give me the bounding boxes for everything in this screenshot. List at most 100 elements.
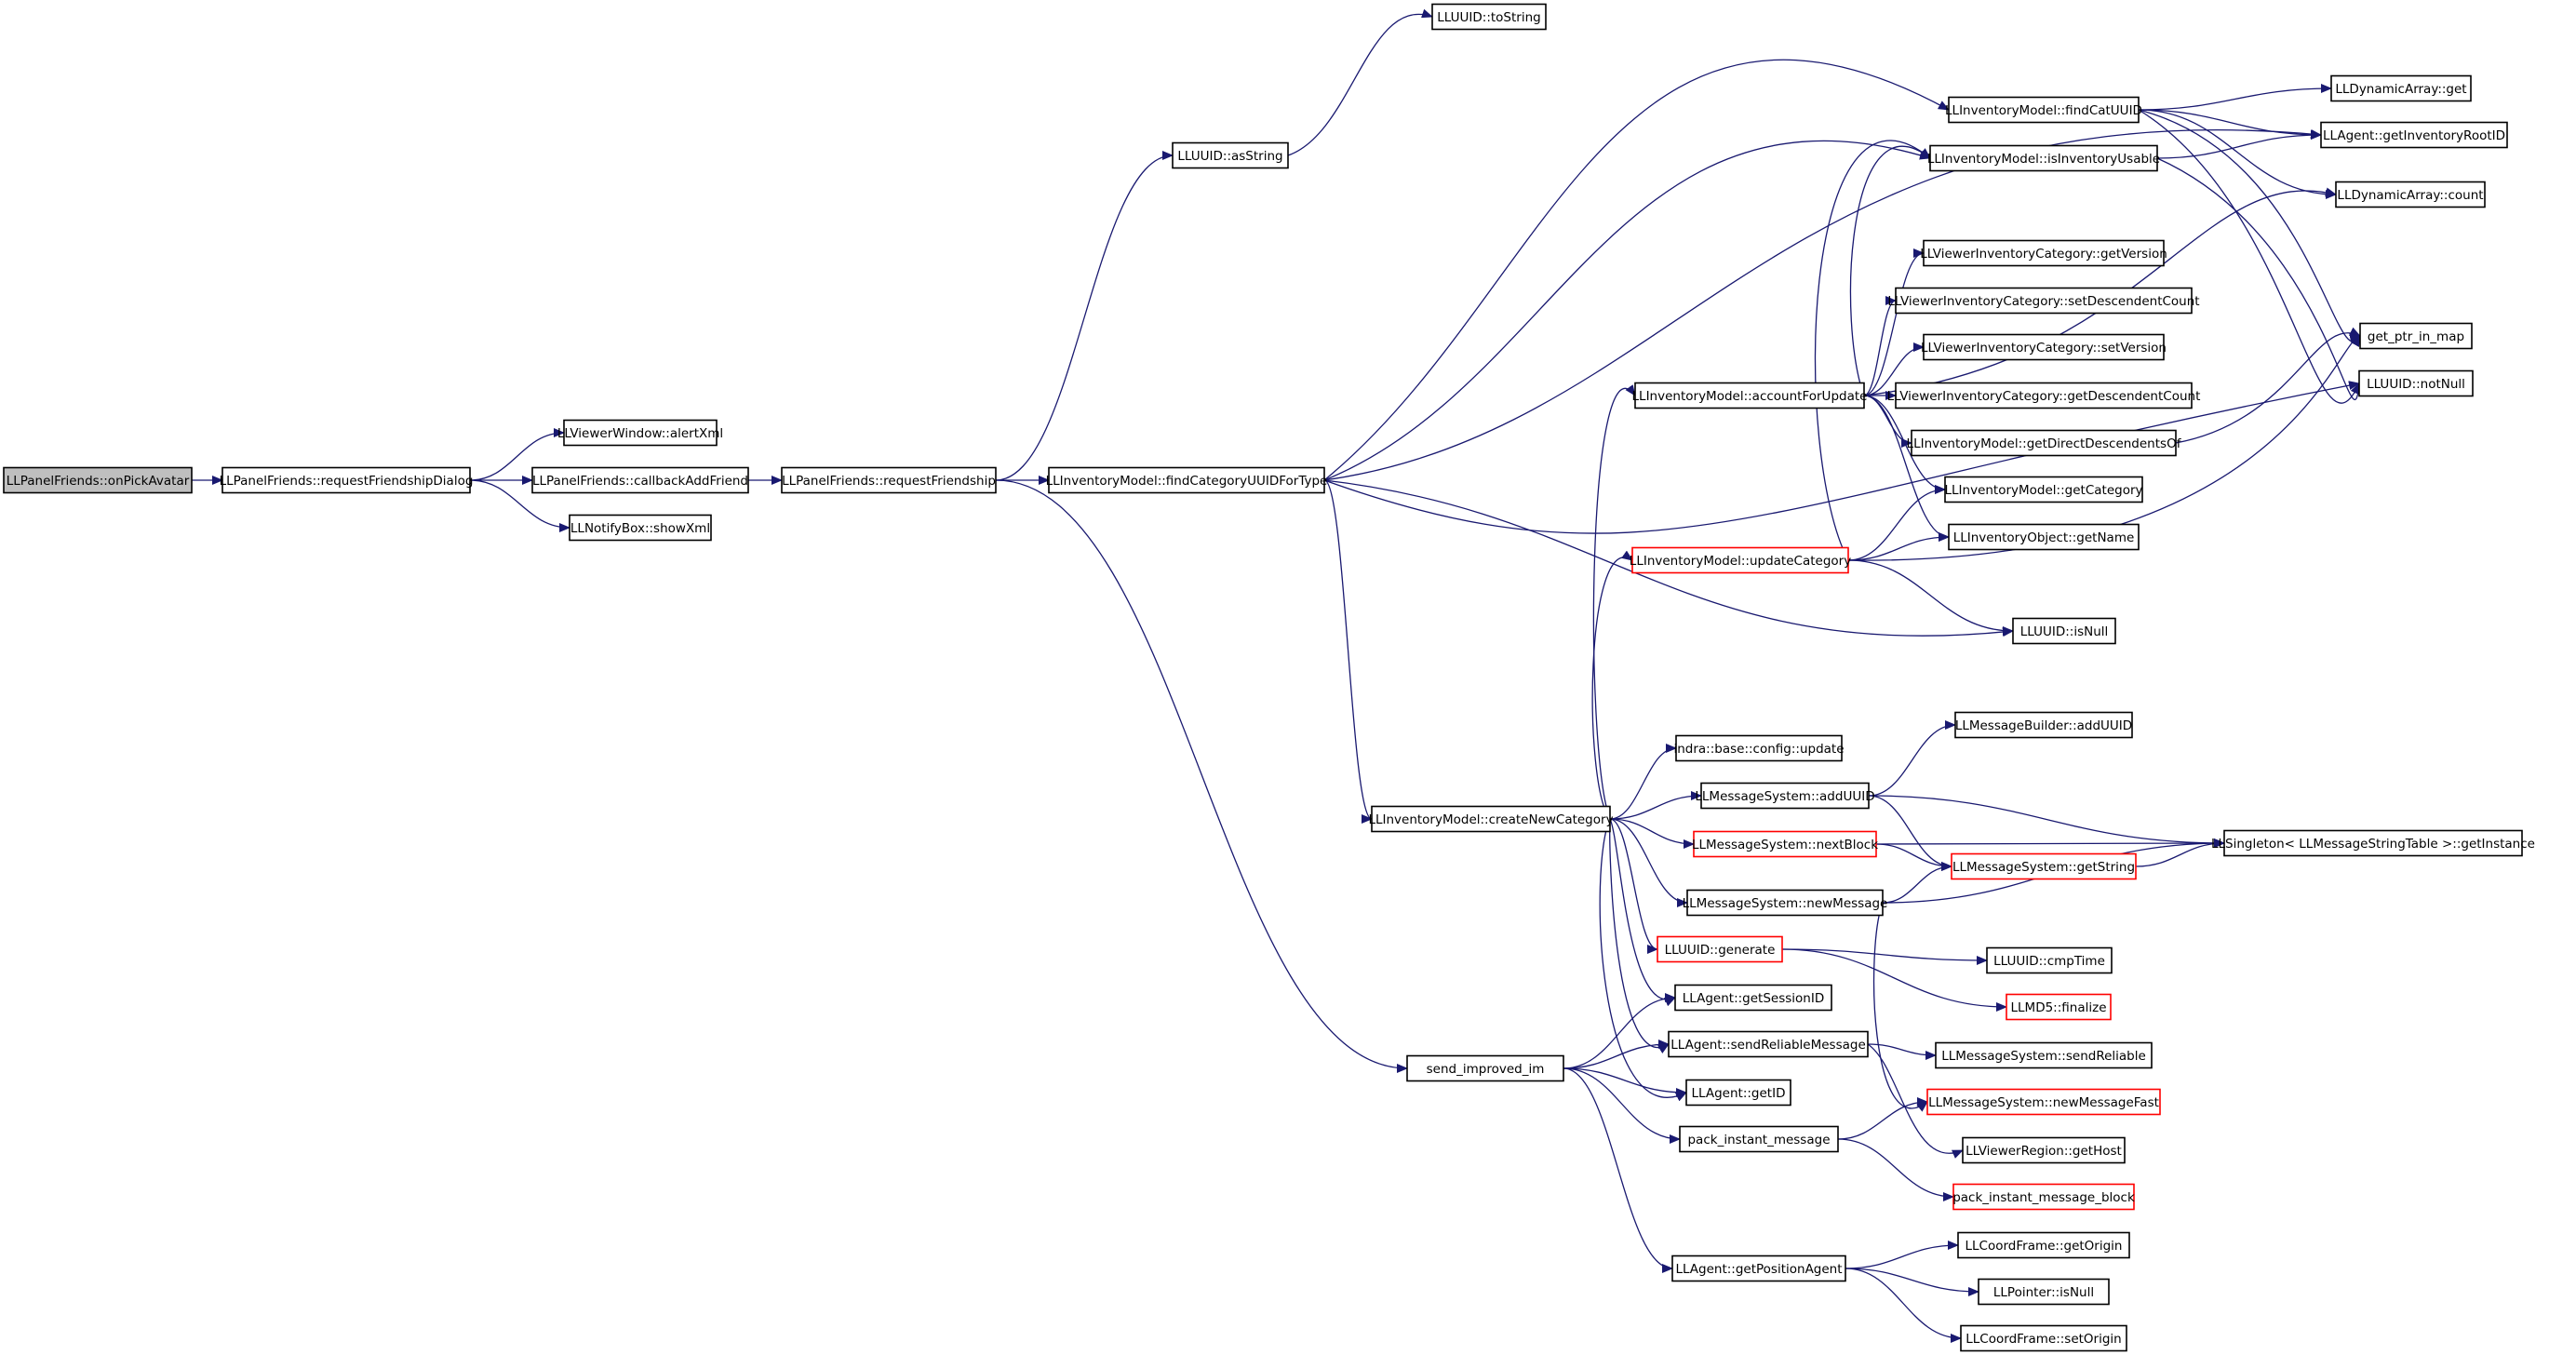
node-pack-instant-message-block[interactable]: pack_instant_message_block — [1952, 1183, 2135, 1211]
node-lldynamicarray-count[interactable]: LLDynamicArray::count — [2335, 181, 2486, 208]
node-llinventoryobject-getname[interactable]: LLInventoryObject::getName — [1948, 523, 2140, 551]
node-lluuid-tostring[interactable]: LLUUID::toString — [1431, 3, 1547, 31]
node-label: LLPanelFriends::requestFriendship — [782, 474, 996, 489]
node-llpanelfriends-requestfriendship[interactable]: LLPanelFriends::requestFriendship — [781, 466, 997, 494]
node-lluuid-cmptime[interactable]: LLUUID::cmpTime — [1986, 946, 2113, 974]
node-box — [1406, 1054, 1564, 1082]
node-box — [1686, 889, 1884, 917]
edge-updatecategory-to-getcategory — [1847, 485, 1946, 561]
node-box — [1674, 984, 1832, 1012]
node-llinventorymodel-findcatuuid[interactable]: LLInventoryModel::findCatUUID — [1945, 96, 2142, 124]
node-box — [1923, 333, 2165, 361]
edge-findcatfortype-to-findcatuuid — [1323, 59, 1950, 481]
node-llagent-getpositionagent[interactable]: LLAgent::getPositionAgent — [1671, 1254, 1846, 1282]
node-llmessagesystem-nextblock[interactable]: LLMessageSystem::nextBlock — [1692, 830, 1878, 858]
node-box — [1371, 805, 1611, 833]
node-label: LLMessageSystem::newMessageFast — [1928, 1095, 2159, 1110]
node-send-improved-im[interactable]: send_improved_im — [1406, 1054, 1564, 1082]
node-label: LLSingleton< LLMessageStringTable >::get… — [2211, 837, 2535, 852]
node-lluuid-asstring[interactable]: LLUUID::asString — [1172, 141, 1289, 169]
node-llagent-getinventoryrootid[interactable]: LLAgent::getInventoryRootID — [2320, 121, 2508, 149]
node-llmessagebuilder-adduuid[interactable]: LLMessageBuilder::addUUID — [1954, 711, 2133, 739]
node-label: LLInventoryModel::findCatUUID — [1945, 103, 2142, 118]
node-llcoordframe-getorigin[interactable]: LLCoordFrame::getOrigin — [1957, 1231, 2130, 1259]
node-box — [2320, 121, 2508, 149]
edge-packinstantmsg-to-packinstantmsgblock — [1837, 1138, 1954, 1201]
node-llsingleton-llmessagestringtable-getinstance[interactable]: LLSingleton< LLMessageStringTable >::get… — [2211, 829, 2535, 857]
node-label: LLViewerInventoryCategory::setDescendent… — [1887, 294, 2199, 309]
node-lluuid-notnull[interactable]: LLUUID::notNull — [2358, 369, 2474, 397]
node-llnotifybox-showxml[interactable]: LLNotifyBox::showXml — [569, 514, 712, 542]
node-llmessagesystem-sendreliable[interactable]: LLMessageSystem::sendReliable — [1935, 1041, 2153, 1069]
node-box — [1911, 429, 2177, 457]
node-get-ptr-in-map[interactable]: get_ptr_in_map — [2359, 322, 2473, 350]
node-llpointer-isnull[interactable]: LLPointer::isNull — [1978, 1278, 2110, 1306]
node-label: LLUUID::toString — [1437, 10, 1540, 25]
node-llviewerwindow-alertxml[interactable]: LLViewerWindow::alertXml — [557, 419, 723, 447]
node-llagent-getsessionid[interactable]: LLAgent::getSessionID — [1674, 984, 1832, 1012]
edge-reqfriendship-to-sendimprovedim — [995, 479, 1408, 1073]
node-label: LLCoordFrame::getOrigin — [1965, 1239, 2122, 1254]
edge-sendreliablemsg-to-gethost — [1867, 1043, 1964, 1159]
node-label: LLAgent::getPositionAgent — [1675, 1262, 1842, 1277]
node-llmessagesystem-newmessagefast[interactable]: LLMessageSystem::newMessageFast — [1926, 1088, 2161, 1116]
edge-reqfriendship-to-asstring — [995, 151, 1174, 481]
edge-findcatuuid-to-dyncount — [2138, 109, 2337, 199]
node-llpanelfriends-requestfriendshipdialog[interactable]: LLPanelFriends::requestFriendshipDialog — [220, 466, 474, 494]
node-llinventorymodel-findcategoryuuidfortype[interactable]: LLInventoryModel::findCategoryUUIDForTyp… — [1046, 466, 1328, 494]
node-llagent-getid[interactable]: LLAgent::getID — [1685, 1079, 1791, 1107]
edge-isinvusable-to-invrootid — [2156, 130, 2322, 159]
node-llmd5-finalize[interactable]: LLMD5::finalize — [2006, 993, 2112, 1021]
edges-layer — [191, 8, 2363, 1343]
node-label: LLAgent::sendReliableMessage — [1670, 1038, 1866, 1053]
edge-createnewcat-to-generate — [1609, 818, 1658, 954]
node-box — [563, 419, 718, 447]
node-llinventorymodel-getdirectdescendentsof[interactable]: LLInventoryModel::getDirectDescendentsOf — [1907, 429, 2182, 457]
node-box — [1929, 144, 2158, 172]
node-llinventorymodel-isinventoryusable[interactable]: LLInventoryModel::isInventoryUsable — [1927, 144, 2160, 172]
edge-createnewcat-to-accountforupdate — [1592, 384, 1636, 820]
node-label: LLInventoryModel::getCategory — [1945, 483, 2143, 498]
node-label: LLCoordFrame::setOrigin — [1966, 1332, 2121, 1347]
node-label: LLMessageSystem::addUUID — [1695, 789, 1874, 804]
node-label: LLAgent::getInventoryRootID — [2323, 128, 2505, 143]
node-llinventorymodel-updatecategory[interactable]: LLInventoryModel::updateCategory — [1630, 546, 1851, 574]
node-lldynamicarray-get[interactable]: LLDynamicArray::get — [2330, 74, 2472, 102]
edge-accountforupdate-to-vicsetversion — [1863, 342, 1925, 396]
edge-accountforupdate-to-getname — [1863, 395, 1950, 542]
node-box — [1431, 3, 1547, 31]
node-llinventorymodel-accountforupdate[interactable]: LLInventoryModel::accountForUpdate — [1632, 382, 1868, 409]
node-llviewerregion-gethost[interactable]: LLViewerRegion::getHost — [1962, 1136, 2126, 1164]
node-llpanelfriends-callbackaddfriend[interactable]: LLPanelFriends::callbackAddFriend — [531, 466, 749, 494]
node-llviewerinventorycategory-getversion[interactable]: LLViewerInventoryCategory::getVersion — [1920, 239, 2167, 267]
node-indra-base-config-update[interactable]: indra::base::config::update — [1673, 734, 1845, 762]
node-label: send_improved_im — [1427, 1062, 1545, 1077]
node-label: LLInventoryModel::getDirectDescendentsOf — [1907, 436, 2182, 451]
node-llinventorymodel-getcategory[interactable]: LLInventoryModel::getCategory — [1944, 476, 2143, 503]
node-lluuid-generate[interactable]: LLUUID::generate — [1657, 935, 1783, 963]
edge-generate-to-cmptime — [1781, 948, 1988, 965]
node-llmessagesystem-newmessage[interactable]: LLMessageSystem::newMessage — [1683, 889, 1888, 917]
edge-createnewcat-to-sendreliablemsg — [1609, 818, 1670, 1054]
node-llagent-sendreliablemessage[interactable]: LLAgent::sendReliableMessage — [1668, 1030, 1869, 1058]
node-llviewerinventorycategory-setversion[interactable]: LLViewerInventoryCategory::setVersion — [1921, 333, 2167, 361]
node-llinventorymodel-createnewcategory[interactable]: LLInventoryModel::createNewCategory — [1368, 805, 1614, 833]
node-lluuid-isnull[interactable]: LLUUID::isNull — [2012, 617, 2116, 645]
node-label: get_ptr_in_map — [2368, 329, 2464, 344]
node-label: LLInventoryObject::getName — [1953, 530, 2135, 545]
node-box — [1923, 239, 2165, 267]
node-box — [1631, 546, 1849, 574]
node-llviewerinventorycategory-getdescendentcount[interactable]: LLViewerInventoryCategory::getDescendent… — [1887, 382, 2201, 409]
node-llviewerinventorycategory-setdescendentcount[interactable]: LLViewerInventoryCategory::setDescendent… — [1887, 287, 2200, 315]
edge-createnewcat-to-configupdate — [1609, 744, 1677, 820]
node-llmessagesystem-adduuid[interactable]: LLMessageSystem::addUUID — [1695, 782, 1875, 810]
node-llcoordframe-setorigin[interactable]: LLCoordFrame::setOrigin — [1960, 1324, 2127, 1352]
node-label: LLInventoryModel::isInventoryUsable — [1927, 152, 2160, 167]
node-pack-instant-message[interactable]: pack_instant_message — [1679, 1125, 1839, 1153]
node-box — [2358, 369, 2474, 397]
node-label: LLAgent::getSessionID — [1683, 991, 1824, 1006]
node-label: LLUUID::cmpTime — [1993, 954, 2105, 969]
edge-accountforupdate-to-vicgetversion — [1863, 248, 1925, 396]
node-box — [1685, 1079, 1791, 1107]
node-llmessagesystem-getstring[interactable]: LLMessageSystem::getString — [1951, 852, 2137, 880]
